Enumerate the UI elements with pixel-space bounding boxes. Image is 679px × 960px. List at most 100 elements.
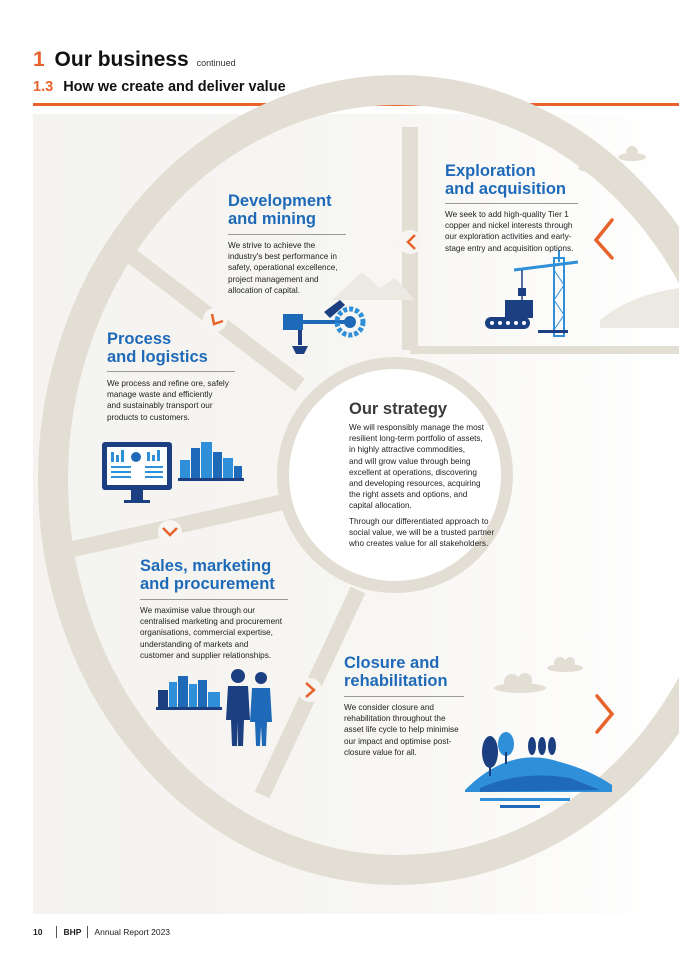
body-line: safety, operational excellence, [228,263,338,273]
body-line: We seek to add high-quality Tier 1 [445,210,569,219]
body-line: the right assets and options, and [349,490,468,500]
development-title-line1: Development [228,192,332,210]
page-number: 10 [33,927,43,937]
landscape-trees-icon [465,732,612,808]
body-line: excellent at operations, discovering [349,467,477,477]
process-section: Process and logistics We process and ref… [107,330,247,423]
brand-name: BHP [63,927,82,937]
body-line: allocation of capital. [228,285,300,295]
closure-divider [344,696,464,697]
chevron-left-icon [593,218,614,260]
body-line: and will grow value through being [349,456,471,466]
body-line: organisations, commercial expertise, [140,628,273,638]
body-line: in highly attractive commodities, [349,445,466,455]
body-line: understanding of markets and [140,639,249,649]
body-line: our impact and optimise post- [344,736,452,746]
development-title-line2: and mining [228,210,316,228]
chevron-left-icon [406,234,416,250]
body-line: copper and nickel interests through [445,221,573,231]
body-line: rehabilitation throughout the [344,714,446,724]
crane-icon [485,250,579,337]
exploration-title-line2: and acquisition [445,180,567,198]
node-lower-left [158,520,182,544]
process-title-line1: Process [107,330,172,348]
development-section: Development and mining We strive to achi… [228,192,358,296]
city-icon [178,442,244,481]
body-line: asset life cycle to help minimise [344,725,459,735]
report-name: Annual Report 2023 [94,927,171,937]
chevron-right-icon [305,682,316,698]
hill-shape [600,288,679,328]
strategy-section: Our strategy We will responsibly manage … [349,400,519,549]
strategy-circle [277,357,513,593]
sales-body: We maximise value through our centralise… [140,605,300,661]
process-title-line2: and logistics [107,348,208,366]
exploration-body: We seek to add high-quality Tier 1 coppe… [445,209,595,254]
closure-section: Closure and rehabilitation We consider c… [344,654,479,758]
body-line: Through our differentiated approach to [349,516,489,526]
body-line: We strive to achieve the [228,241,316,250]
exploration-divider [445,203,578,204]
closure-title: Closure and rehabilitation [344,654,479,690]
page-title: 1 Our business continued [33,48,236,72]
strategy-title: Our strategy [349,400,448,418]
process-body: We process and refine ore, safely manage… [107,378,247,423]
sales-title-line2: and procurement [140,575,275,593]
exploration-title-line1: Exploration [445,162,536,180]
body-line: industry's best performance in [228,252,337,262]
chevron-down-icon [210,313,224,326]
body-line: project management and [228,274,319,284]
body-line: We process and refine ore, safely [107,379,229,388]
closure-title-line1: Closure and [344,654,440,672]
flow-chevrons [158,230,422,702]
dashboard-monitor-icon [102,442,172,503]
body-line: and sustainably transport our [107,401,213,411]
exploration-title: Exploration and acquisition [445,162,595,198]
section-title: Our business [54,48,189,71]
sales-section: Sales, marketing and procurement We maxi… [140,557,300,661]
body-line: centralised marketing and procurement [140,617,282,627]
cloud-icon [578,146,646,173]
cloud-icon [494,657,583,693]
section-number: 1 [33,48,45,71]
strategy-para2: Through our differentiated approach to s… [349,516,519,550]
closure-body: We consider closure and rehabilitation t… [344,702,479,758]
city-icon [156,676,222,710]
business-people-icon [226,669,272,746]
closure-title-line2: rehabilitation [344,672,448,690]
continued-label: continued [196,58,236,68]
body-line: customer and supplier relationships. [140,650,272,660]
subsection-title: 1.3 How we create and deliver value [33,79,286,95]
node-upper-left [203,308,227,332]
body-line: resilient long-term portfolio of assets, [349,434,483,444]
body-line: manage waste and efficiently [107,390,213,400]
node-top [398,230,422,254]
excavator-icon [283,300,366,354]
strategy-para1: We will responsibly manage the most resi… [349,422,519,512]
body-line: social value, we will be a trusted partn… [349,527,495,537]
hill-shape [332,272,415,300]
page-footer: 10 BHP Annual Report 2023 [33,926,170,938]
body-line: our exploration activities and early- [445,232,572,242]
development-body: We strive to achieve the industry's best… [228,240,358,296]
footer-divider [87,926,89,938]
exploration-section: Exploration and acquisition We seek to a… [445,162,595,254]
body-line: who creates value for all stakeholders. [349,539,489,549]
body-line: We will responsibly manage the most [349,423,485,432]
body-line: We consider closure and [344,703,434,712]
process-title: Process and logistics [107,330,247,366]
chevron-down-icon [162,527,178,537]
footer-divider [56,926,58,938]
body-line: closure value for all. [344,747,417,757]
outer-ring [38,75,679,885]
sales-divider [140,599,288,600]
development-divider [228,234,346,235]
process-divider [107,371,235,372]
body-line: products to customers. [107,412,190,422]
chevron-right-icon [595,694,615,734]
development-title: Development and mining [228,192,358,228]
body-line: and developing resources, acquiring [349,479,481,489]
sales-title: Sales, marketing and procurement [140,557,300,593]
subsection-number: 1.3 [33,79,54,95]
